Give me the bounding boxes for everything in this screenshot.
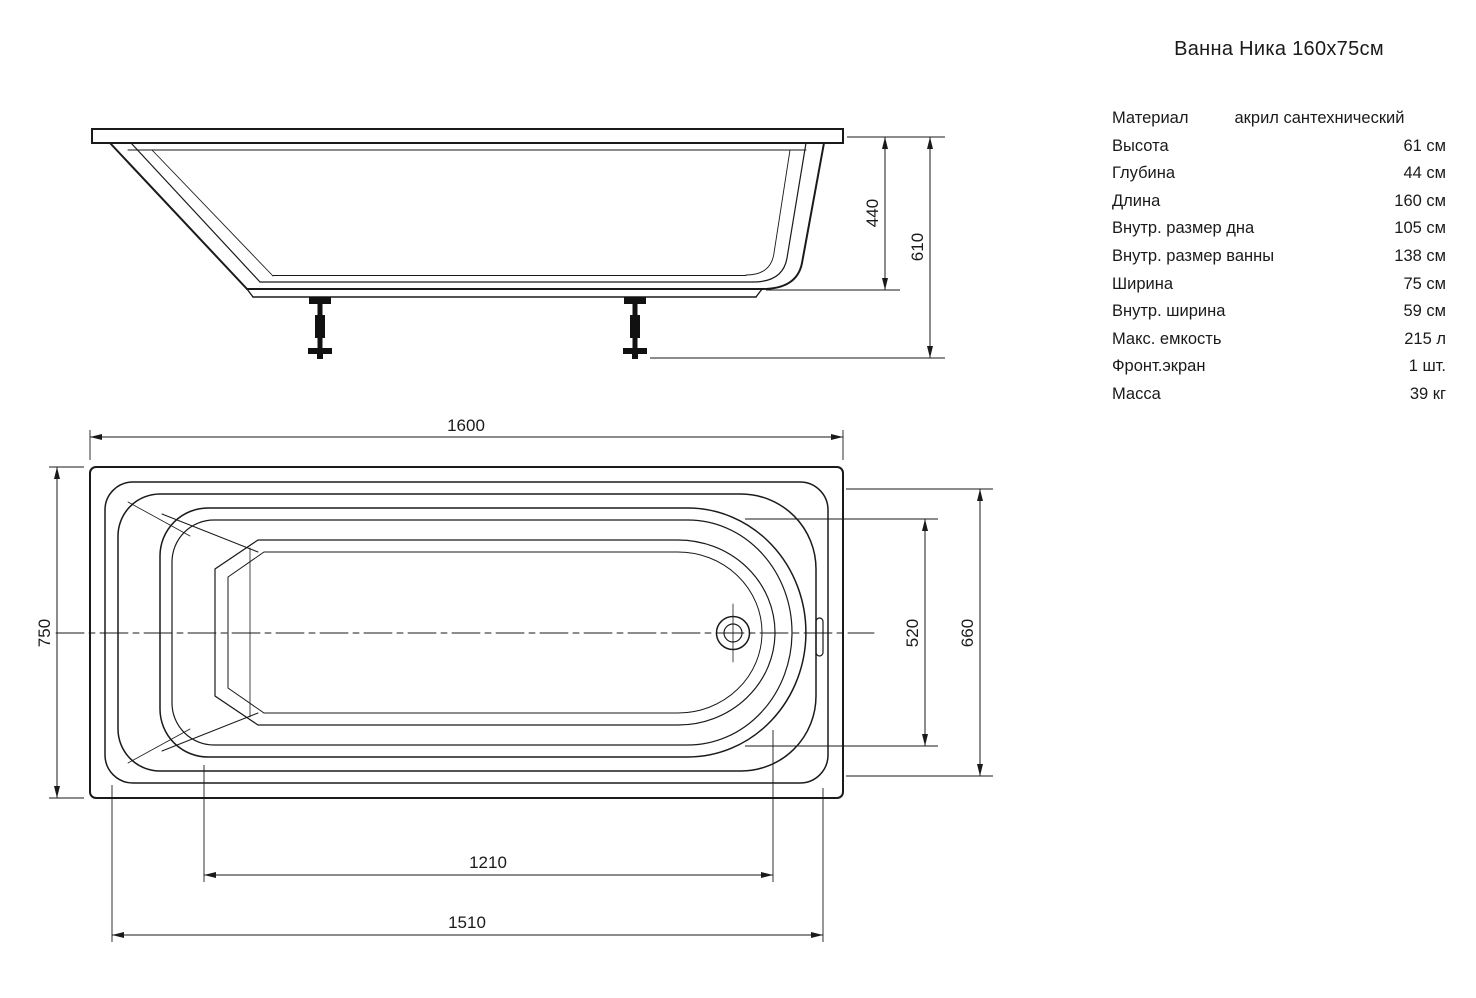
dim-label-length: 1600 [447,416,485,435]
backrest-line [161,712,259,752]
dim-label-width: 750 [35,619,54,647]
spec-row-bottom-size: Внутр. размер дна 105 см [1112,215,1446,243]
spec-label: Внутр. размер дна [1112,219,1255,238]
rim-contour-1 [104,481,829,784]
side-left-wall-inner [130,142,261,283]
leg-left [308,297,332,359]
side-right-wall-outer [761,142,825,290]
spec-panel: Ванна Ника 160х75см Материал акрил санте… [1112,38,1446,409]
spec-value: 138 см [1394,246,1446,265]
spec-row-width: Ширина 75 см [1112,271,1446,299]
side-view-dimensions: 440 610 [650,136,945,359]
spec-row-height: Высота 61 см [1112,133,1446,161]
spec-value: 1 шт. [1408,357,1446,376]
spec-row-capacity: Макс. емкость 215 л [1112,326,1446,354]
overflow-slot [815,617,824,657]
basin-rim [159,507,807,758]
basin-floor-edge [214,539,776,726]
spec-label: Макс. емкость [1112,329,1222,348]
backrest-line [127,501,191,537]
spec-label: Масса [1112,384,1161,403]
top-view-dimensions: 1600 750 520 660 1210 1510 [35,416,993,942]
spec-value: 59 см [1403,302,1446,321]
side-base-cap-right [755,288,763,298]
spec-table: Материал акрил сантехнический Высота 61 … [1112,105,1446,409]
backrest-line [127,728,191,764]
spec-value: 75 см [1403,274,1446,293]
side-right-wall-far [745,149,791,276]
spec-value: 160 см [1394,191,1446,210]
spec-value: 215 л [1404,329,1446,348]
spec-value: акрил сантехнический [1234,109,1405,127]
spec-value: 39 кг [1409,384,1446,403]
spec-label: Материал [1112,109,1189,127]
leg-right [623,297,647,359]
spec-row-front-panel: Фронт.экран 1 шт. [1112,353,1446,381]
side-left-wall-far [151,149,274,277]
spec-value: 105 см [1394,219,1446,238]
spec-label: Глубина [1112,164,1176,183]
spec-label: Ширина [1112,274,1174,293]
dim-label-bottom-length: 1210 [469,853,507,872]
spec-label: Внутр. ширина [1112,302,1226,321]
spec-row-inner-width: Внутр. ширина 59 см [1112,298,1446,326]
spec-value: 44 см [1403,164,1446,183]
spec-row-weight: Масса 39 кг [1112,381,1446,409]
dim-label-front-length: 1510 [448,913,486,932]
backrest-line [161,513,259,553]
side-right-wall-inner [752,142,807,283]
basin-floor-inner [227,551,763,714]
side-base-cap-left [246,288,254,298]
spec-row-length: Длина 160 см [1112,188,1446,216]
basin-wall-top [171,519,793,746]
side-view [91,128,844,359]
dim-label-depth: 440 [863,199,882,227]
spec-row-depth: Глубина 44 см [1112,160,1446,188]
dim-label-height: 610 [908,233,927,261]
top-view [55,466,875,799]
drawing-title: Ванна Ника 160х75см [1174,38,1384,60]
side-left-wall-outer [109,142,248,290]
dim-label-inner-width: 520 [903,619,922,647]
spec-label: Фронт.экран [1112,357,1206,376]
spec-label: Высота [1112,136,1169,155]
spec-label: Внутр. размер ванны [1112,246,1275,265]
side-rim [91,128,844,144]
spec-row-inner-size: Внутр. размер ванны 138 см [1112,243,1446,271]
spec-row-material: Материал акрил сантехнический [1112,105,1446,133]
tub-outline [89,466,844,799]
rim-contour-2 [117,493,817,772]
spec-label: Длина [1112,191,1161,210]
spec-value: 61 см [1403,136,1446,155]
dim-label-rim-width: 660 [958,619,977,647]
